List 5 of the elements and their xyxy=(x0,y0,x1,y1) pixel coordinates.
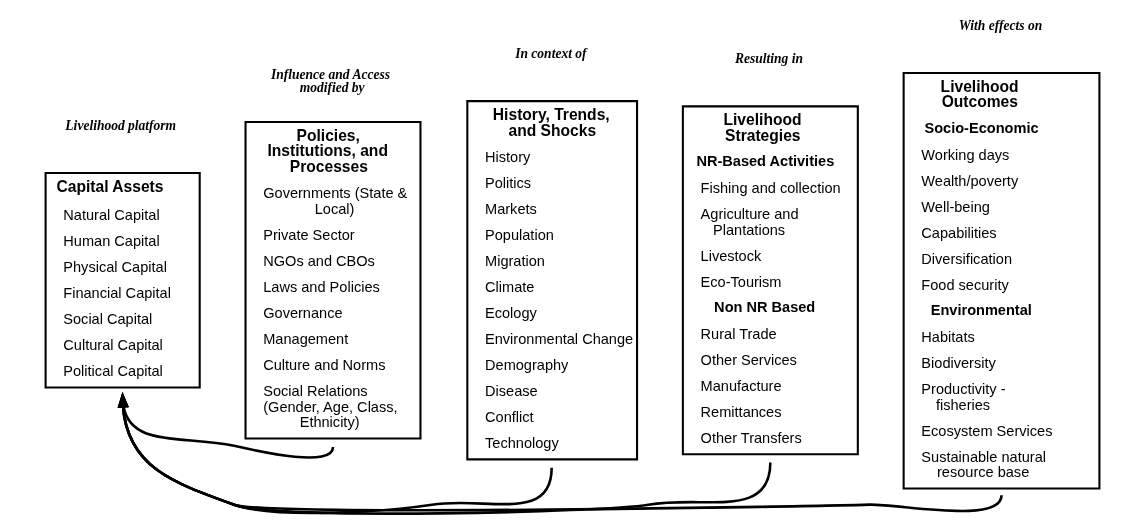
node-label: With effects on xyxy=(958,17,1043,33)
node-label: In context of xyxy=(515,45,587,61)
node-label: Influence and Access modified by xyxy=(271,66,390,95)
node-label: Resulting in xyxy=(734,50,803,66)
node-label: Livelihood platform xyxy=(65,117,177,133)
